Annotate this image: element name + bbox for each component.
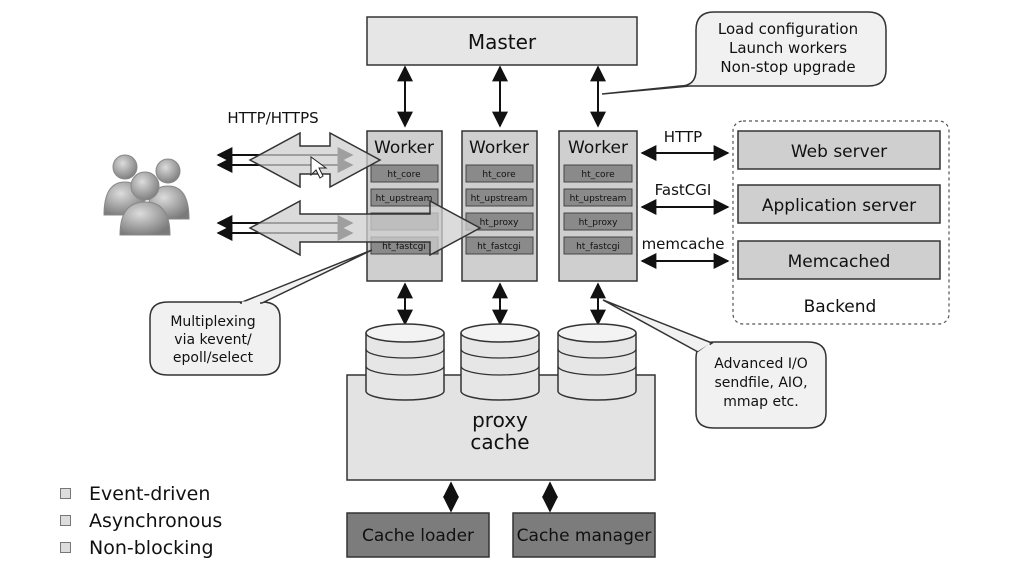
bullet-square-icon	[60, 515, 71, 526]
advanced-io-callout: Advanced I/O sendfile, AIO, mmap etc.	[602, 299, 827, 429]
disk-icon	[365, 323, 445, 401]
proxy-cache-label-line2: cache	[470, 430, 529, 454]
module-label: ht_core	[387, 170, 421, 180]
memcached-box	[737, 240, 941, 280]
callout-line: mmap etc.	[723, 394, 798, 410]
web-server-box	[737, 130, 941, 170]
module-box	[465, 188, 534, 207]
feature-item: Event-driven	[60, 480, 222, 507]
web-server-label: Web server	[791, 142, 887, 162]
module-label: ht_fastcgi	[477, 242, 521, 252]
http-protocol-label: HTTP	[664, 128, 702, 146]
application-server-label: Application server	[762, 196, 916, 216]
users-icon	[103, 154, 190, 236]
master-tasks-callout: Load configuration Launch workers Non-st…	[601, 11, 887, 95]
feature-label: Event-driven	[89, 482, 211, 505]
module-label: ht_core	[482, 170, 516, 180]
disk-icon	[557, 323, 637, 401]
cache-manager-box	[512, 512, 656, 558]
callout-line: via kevent/	[174, 332, 252, 348]
module-label: ht_core	[581, 170, 615, 180]
callout-line: Multiplexing	[170, 314, 255, 330]
bullet-square-icon	[60, 488, 71, 499]
proxy-cache-label-line1: proxy	[472, 408, 528, 432]
callout-line: sendfile, AIO,	[714, 375, 807, 391]
backend-group	[732, 120, 950, 325]
module-label: ht_upstream	[376, 194, 433, 204]
cache-loader-label: Cache loader	[362, 526, 474, 546]
request-flow-arrow-lower	[248, 199, 482, 257]
cursor-icon	[310, 156, 328, 179]
callout-line: Load configuration	[718, 20, 858, 38]
module-box	[563, 212, 633, 231]
callout-line: Non-stop upgrade	[720, 58, 855, 76]
module-box	[563, 164, 633, 183]
feature-list: Event-driven Asynchronous Non-blocking	[60, 480, 222, 561]
module-label: ht_proxy	[579, 218, 619, 228]
master-box	[366, 16, 638, 66]
memcache-protocol-label: memcache	[642, 235, 725, 253]
disk-icon	[460, 323, 540, 401]
feature-label: Non-blocking	[89, 536, 214, 559]
module-box	[465, 236, 534, 255]
module-box	[465, 164, 534, 183]
multiplexing-callout: Multiplexing via kevent/ epoll/select	[149, 249, 373, 376]
module-label: ht_upstream	[570, 194, 627, 204]
module-box	[370, 188, 439, 207]
module-label: ht_fastcgi	[576, 242, 620, 252]
module-label: ht_proxy	[480, 218, 520, 228]
module-box	[563, 188, 633, 207]
backend-label: Backend	[804, 297, 877, 317]
bullet-square-icon	[60, 542, 71, 553]
worker-title: Worker	[469, 138, 529, 158]
worker-title: Worker	[374, 138, 434, 158]
client-protocol-label: HTTP/HTTPS	[227, 109, 318, 127]
master-label: Master	[468, 30, 537, 54]
feature-label: Asynchronous	[89, 509, 223, 532]
cache-loader-box	[346, 512, 490, 558]
worker-title: Worker	[568, 138, 628, 158]
feature-item: Non-blocking	[60, 534, 222, 561]
cache-manager-label: Cache manager	[517, 526, 652, 546]
callout-line: epoll/select	[173, 350, 254, 366]
module-label: ht_fastcgi	[382, 242, 426, 252]
application-server-box	[737, 184, 941, 224]
worker-3: Worker ht_core ht_upstream ht_proxy ht_f…	[558, 130, 638, 282]
module-box	[370, 164, 439, 183]
callout-line: Advanced I/O	[714, 356, 807, 372]
worker-2: Worker ht_core ht_upstream ht_proxy ht_f…	[461, 130, 538, 282]
module-label: ht_upstream	[471, 194, 528, 204]
feature-item: Asynchronous	[60, 507, 222, 534]
module-box	[563, 236, 633, 255]
callout-line: Launch workers	[729, 39, 847, 57]
fastcgi-protocol-label: FastCGI	[655, 181, 712, 199]
memcached-label: Memcached	[788, 252, 891, 272]
